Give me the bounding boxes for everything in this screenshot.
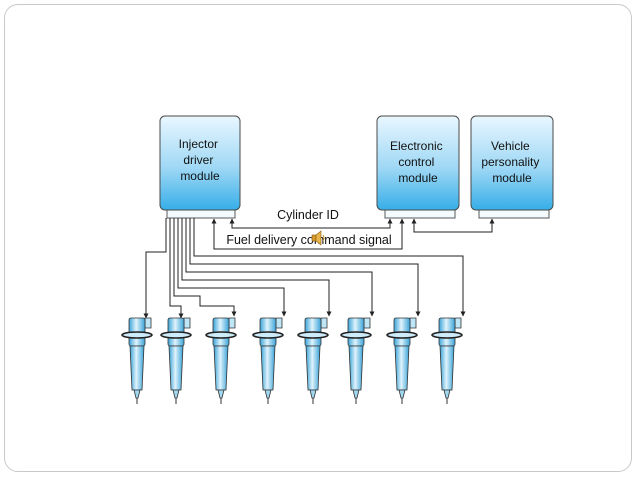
vehicle-personality-module: Vehicle personality module [470,115,554,219]
module-label-line: Injector [179,137,218,151]
cylinder-id-label: Cylinder ID [277,208,339,222]
injector [431,317,463,404]
injector [340,317,372,404]
injector [386,317,418,404]
svg-text:Injector driver mo: Injector driver module [179,137,222,183]
injector [297,317,329,404]
injector [252,317,284,404]
module-label-line: module [492,171,532,185]
fuel-delivery-label: Fuel delivery command signal [226,233,391,247]
injector-wires [143,218,466,319]
electronic-control-module: Electronic control module [376,115,460,219]
injector-driver-module: Injector driver module [159,115,241,219]
cylinder-id-connection [229,218,393,229]
injector [205,317,237,404]
svg-text:Electronic control: Electronic control module [390,139,446,185]
module-label-line: module [180,169,220,183]
module-label-line: personality [481,155,539,169]
module-label-line: module [398,171,438,185]
fuel-delivery-connection [211,218,405,250]
module-label-line: driver [183,153,213,167]
injector [121,317,153,404]
module-label-line: Electronic [390,139,443,153]
svg-text:Vehicle personality: Vehicle personality module [481,139,542,185]
module-label-line: Vehicle [491,139,530,153]
module-label-line: control [398,155,434,169]
speaker-icon[interactable] [311,230,325,246]
injector [160,317,192,404]
ecm-vpm-connection [411,218,495,233]
